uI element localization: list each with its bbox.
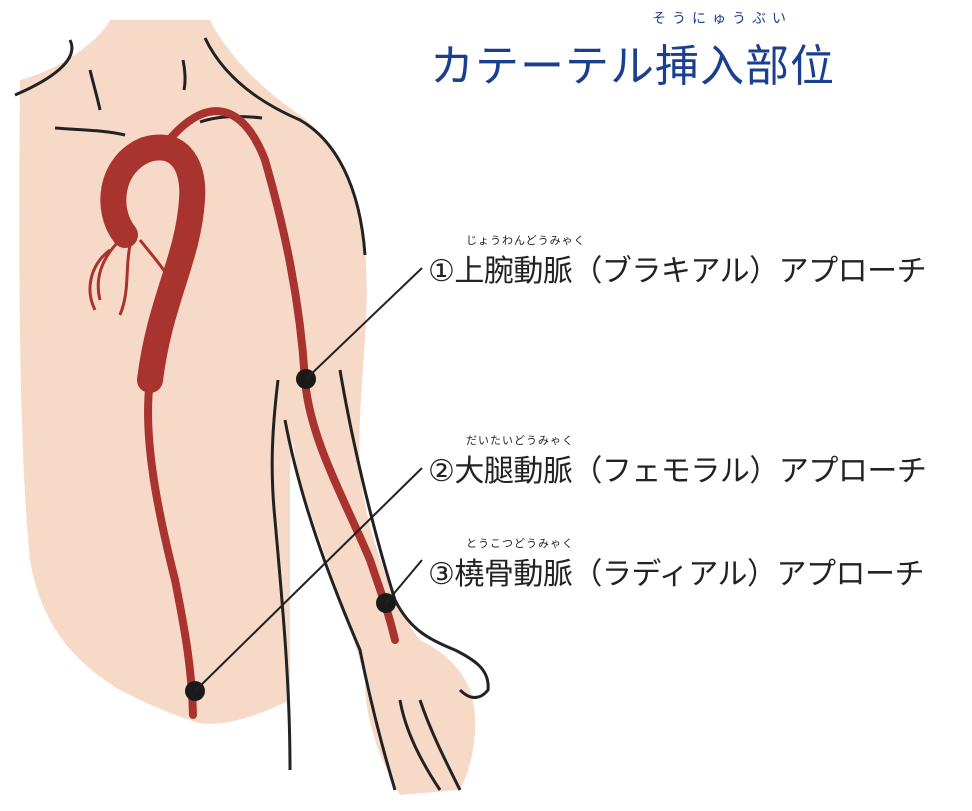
- page-title: カテーテル挿入部位: [430, 30, 835, 94]
- approach-label: ②大腿動脈（フェモラル）アプローチ: [428, 446, 926, 490]
- approach-label: ③橈骨動脈（ラディアル）アプローチ: [428, 549, 924, 593]
- approach-label: ①上腕動脈（ブラキアル）アプローチ: [428, 246, 926, 290]
- title-ruby: そうにゅうぶい: [652, 8, 792, 28]
- leader-radial: [386, 560, 422, 603]
